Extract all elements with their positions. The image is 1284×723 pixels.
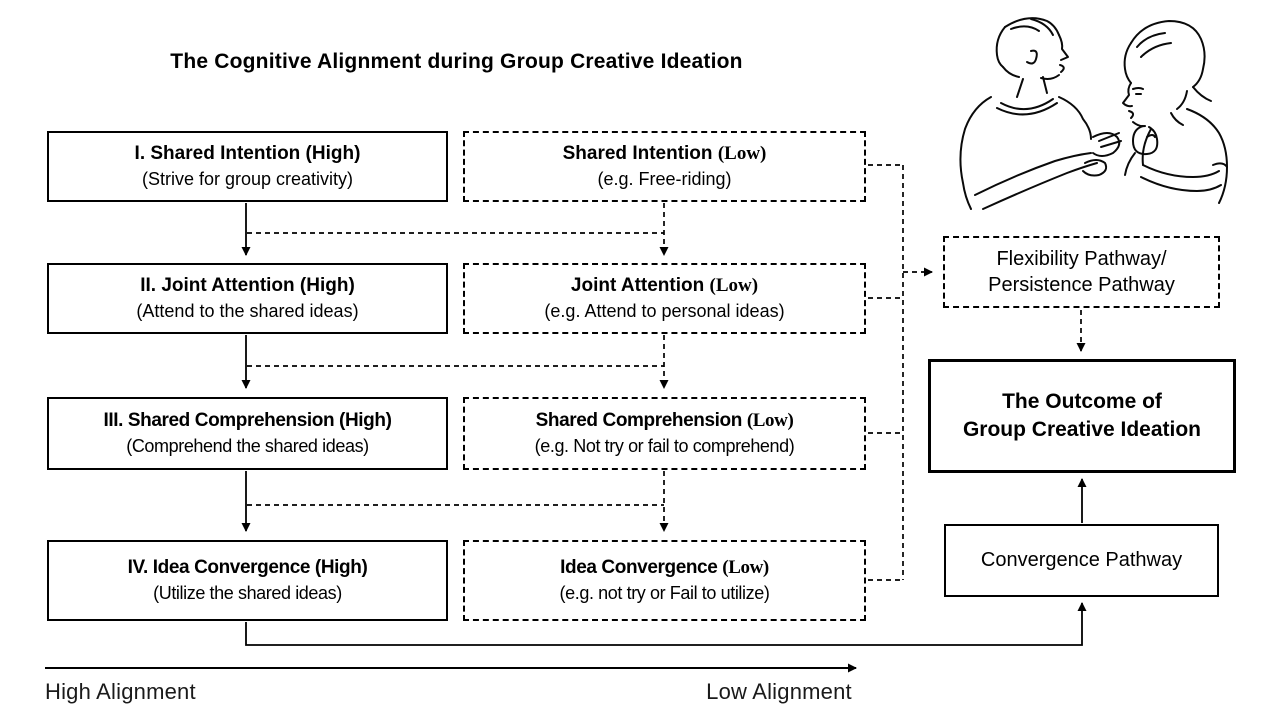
stage-2-low-heading: Joint Attention (Low) (570, 275, 759, 296)
two-people-talking-illustration (959, 17, 1228, 210)
stage-2-low-subtitle: (e.g. Attend to personal ideas) (544, 301, 785, 321)
persistence-pathway-line2: Persistence Pathway (988, 274, 1175, 296)
outcome-line2: Group Creative Ideation (962, 418, 1202, 441)
stage-4-low-box: Idea Convergence (Low) (e.g. not try or … (463, 540, 866, 621)
stage-3-low-box: Shared Comprehension (Low) (e.g. Not try… (463, 397, 866, 470)
stage-1-high-box: I. Shared Intention (High) (Strive for g… (47, 131, 448, 202)
stage-3-high-subtitle: (Comprehend the shared ideas) (126, 436, 369, 456)
stage-4-high-box: IV. Idea Convergence (High) (Utilize the… (47, 540, 448, 621)
outcome-line1: The Outcome of (1002, 390, 1162, 413)
stage-4-high-heading: IV. Idea Convergence (High) (127, 557, 368, 578)
stage-3-high-box: III. Shared Comprehension (High) (Compre… (47, 397, 448, 470)
stage-1-low-subtitle: (e.g. Free-riding) (597, 169, 732, 189)
stage-2-low-box: Joint Attention (Low) (e.g. Attend to pe… (463, 263, 866, 334)
stage-1-low-heading: Shared Intention (Low) (562, 143, 767, 164)
convergence-pathway-label: Convergence Pathway (980, 549, 1183, 571)
flexibility-pathway-line1: Flexibility Pathway/ (996, 248, 1167, 270)
outcome-box: The Outcome of Group Creative Ideation (928, 359, 1236, 473)
diagram-title: The Cognitive Alignment during Group Cre… (170, 50, 743, 73)
axis-label-low-alignment: Low Alignment (706, 679, 852, 704)
flexibility-persistence-pathway-box: Flexibility Pathway/ Persistence Pathway (943, 236, 1220, 308)
stage-4-low-heading: Idea Convergence (Low) (560, 557, 769, 578)
stage-4-high-subtitle: (Utilize the shared ideas) (153, 583, 342, 603)
stage-4-low-subtitle: (e.g. not try or Fail to utilize) (559, 583, 770, 603)
convergence-pathway-box: Convergence Pathway (944, 524, 1219, 597)
stage-2-high-heading: II. Joint Attention (High) (140, 275, 355, 296)
stage-1-low-box: Shared Intention (Low) (e.g. Free-riding… (463, 131, 866, 202)
stage-3-low-heading: Shared Comprehension (Low) (535, 410, 794, 431)
stage-2-high-subtitle: (Attend to the shared ideas) (136, 301, 359, 321)
stage-3-high-heading: III. Shared Comprehension (High) (103, 410, 392, 431)
stage-1-high-subtitle: (Strive for group creativity) (141, 169, 354, 189)
stage-2-high-box: II. Joint Attention (High) (Attend to th… (47, 263, 448, 334)
stage-1-high-heading: I. Shared Intention (High) (134, 143, 361, 164)
stage-3-low-subtitle: (e.g. Not try or fail to comprehend) (534, 436, 795, 456)
axis-label-high-alignment: High Alignment (45, 679, 196, 704)
